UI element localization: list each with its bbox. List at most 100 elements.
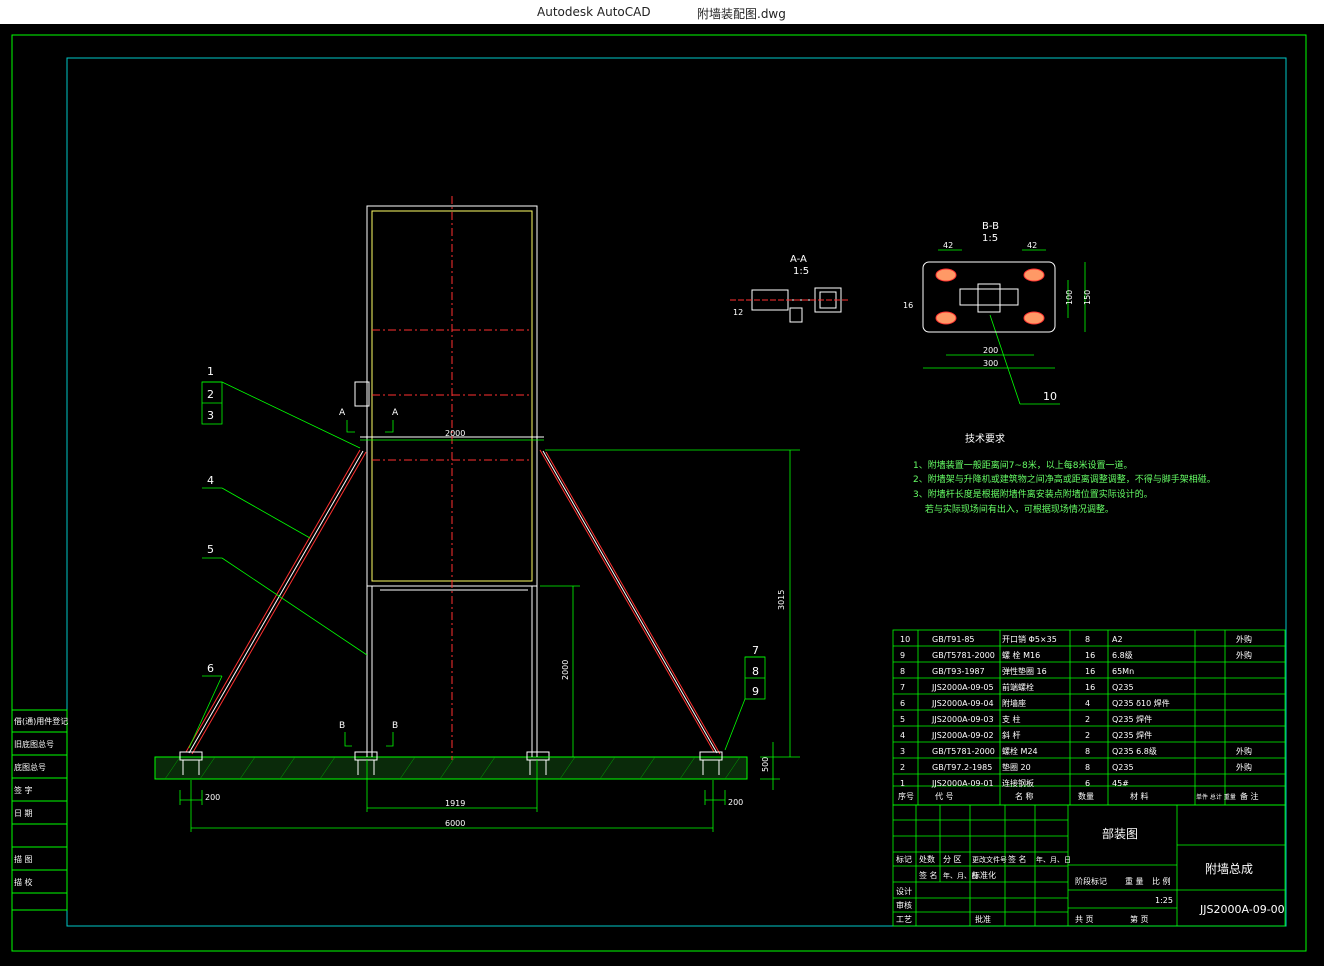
left-block-text: 底图总号 (14, 762, 46, 772)
bom-cell: 外购 (1236, 762, 1252, 772)
dim-height-main: 3015 (777, 590, 786, 610)
bom-cell: 外购 (1236, 650, 1252, 660)
left-binding-block (11, 709, 68, 911)
bom-cell: Q235 (1112, 763, 1134, 772)
bom-cell: JJS2000A-09-05 (931, 683, 994, 692)
bom-cell: GB/T93-1987 (932, 667, 985, 676)
bom-cell: 开口销 Φ5×35 (1002, 634, 1057, 644)
bom-cell: 45# (1112, 779, 1129, 788)
leader-lines (188, 314, 1060, 751)
bom-header: 代 号 (935, 791, 954, 801)
tech-requirement-line: 2、附墙架与升降机或建筑物之间净高或距离调整调整，不得与脚手架相碰。 (913, 473, 1216, 485)
file-name-tab[interactable]: 附墙装配图.dwg (697, 7, 786, 21)
bom-cell: GB/T97.2-1985 (932, 763, 992, 772)
balloon-5: 5 (207, 543, 214, 556)
dim-bb-300: 300 (983, 359, 998, 368)
bom-cell: GB/T91-85 (932, 635, 975, 644)
title-block-label: 年、月、日 (1036, 855, 1071, 864)
bom-cell: 外购 (1236, 634, 1252, 644)
balloon-3: 3 (207, 409, 214, 422)
outer-frame (11, 34, 1307, 952)
section-bb-view[interactable] (922, 261, 1056, 333)
dim-bb-200: 200 (983, 346, 998, 355)
tech-requirements-title: 技术要求 (965, 432, 1005, 445)
bom-cell: JJS2000A-09-01 (931, 779, 994, 788)
bom-header: 数量 (1078, 791, 1094, 801)
dim-top-width: 2000 (445, 429, 465, 438)
bom-cell: 8 (900, 667, 905, 676)
inner-frame (66, 57, 1287, 927)
drawing-canvas[interactable]: 借(通)用件登记 旧底图总号 底图总号 签 字 日 期 描 图 描 校 (0, 24, 1324, 966)
dim-bb-100: 100 (1065, 290, 1074, 305)
bom-cell: GB/T5781-2000 (932, 747, 995, 756)
centerlines (372, 196, 532, 760)
brace-left[interactable] (185, 449, 367, 755)
section-mark-a: A (392, 408, 399, 418)
balloon-8: 8 (752, 665, 759, 678)
title-block-label: 审核 (896, 900, 912, 910)
title-block-label: 标记 (896, 854, 912, 864)
bom-cell: 8 (1085, 763, 1090, 772)
bom-cell: 6 (1085, 779, 1090, 788)
left-block-text: 日 期 (14, 809, 33, 818)
bom-header: 材 料 (1130, 791, 1149, 801)
title-block (892, 804, 1286, 927)
title-block-label: 标准化 (972, 870, 996, 880)
bom-cell: 4 (1085, 699, 1090, 708)
bom-cell: 螺栓 M24 (1002, 746, 1038, 756)
drawing-number: JJS2000A-09-00 (1199, 903, 1285, 916)
drawing-name: 附墙总成 (1205, 862, 1253, 876)
ground-slab (154, 756, 748, 780)
balloon-4: 4 (207, 474, 214, 487)
title-block-label: 工艺 (896, 915, 912, 924)
title-block-view-type: 部装图 (1102, 826, 1138, 841)
title-block-label: 设计 (896, 886, 912, 896)
bom-cell: 连接钢板 (1002, 778, 1034, 788)
section-mark-a: A (339, 408, 346, 418)
balloon-7: 7 (752, 644, 759, 657)
dim-bb-16: 16 (903, 301, 913, 310)
bom-cell: 8 (1085, 747, 1090, 756)
dim-left-200: 200 (205, 793, 220, 802)
section-aa-view[interactable] (751, 287, 842, 323)
bom-cell: 6 (900, 699, 905, 708)
section-bb-scale: 1:5 (982, 233, 998, 244)
bom-cell: Q235 焊件 (1112, 730, 1152, 740)
tech-requirement-line: 3、附墙杆长度是根据附墙件离安装点附墙位置实际设计的。 (913, 488, 1153, 500)
left-block-text: 借(通)用件登记 (14, 716, 68, 726)
left-block-text: 签 字 (14, 785, 33, 795)
bom-cell: 16 (1085, 667, 1095, 676)
title-block-label: 批准 (975, 914, 991, 924)
bom-cell: Q235 (1112, 683, 1134, 692)
bom-cell: Q235 焊件 (1112, 714, 1152, 724)
title-block-label: 签 名 (1008, 854, 1027, 864)
left-block-text: 描 图 (14, 854, 33, 864)
title-block-scale: 1:25 (1155, 896, 1173, 905)
section-aa-scale: 1:5 (793, 266, 809, 277)
bom-cell: 4 (900, 731, 905, 740)
tech-requirement-line: 1、附墙装置一般距离间7~8米，以上每8米设置一道。 (913, 459, 1132, 471)
bom-cell: Q235 6.8级 (1112, 746, 1157, 756)
dim-total: 6000 (445, 819, 465, 828)
bom-cell: 弹性垫圈 16 (1002, 666, 1047, 676)
bom-cell: 1 (900, 779, 905, 788)
bom-header: 名 称 (1015, 791, 1034, 801)
bom-cell: 9 (900, 651, 905, 660)
anchor-feet (179, 751, 723, 775)
bom-cell: 65Mn (1112, 667, 1134, 676)
bom-cell: 3 (900, 747, 905, 756)
window-titlebar: Autodesk AutoCAD 附墙装配图.dwg (0, 0, 1324, 24)
bom-cell: 附墙座 (1002, 698, 1026, 708)
bom-cell: 2 (1085, 731, 1090, 740)
brace-right[interactable] (539, 449, 721, 755)
bom-header: 序号 (898, 791, 914, 801)
bom-cell: 外购 (1236, 746, 1252, 756)
dim-aa-12: 12 (733, 308, 743, 317)
left-block-text: 描 校 (14, 877, 33, 887)
title-block-stage: 重 量 (1125, 876, 1144, 886)
bom-table (892, 629, 1286, 806)
bom-cell: 2 (1085, 715, 1090, 724)
title-block-sheets: 第 页 (1130, 914, 1149, 924)
mast-bracket[interactable] (354, 381, 370, 407)
dimension-lines (179, 439, 800, 832)
